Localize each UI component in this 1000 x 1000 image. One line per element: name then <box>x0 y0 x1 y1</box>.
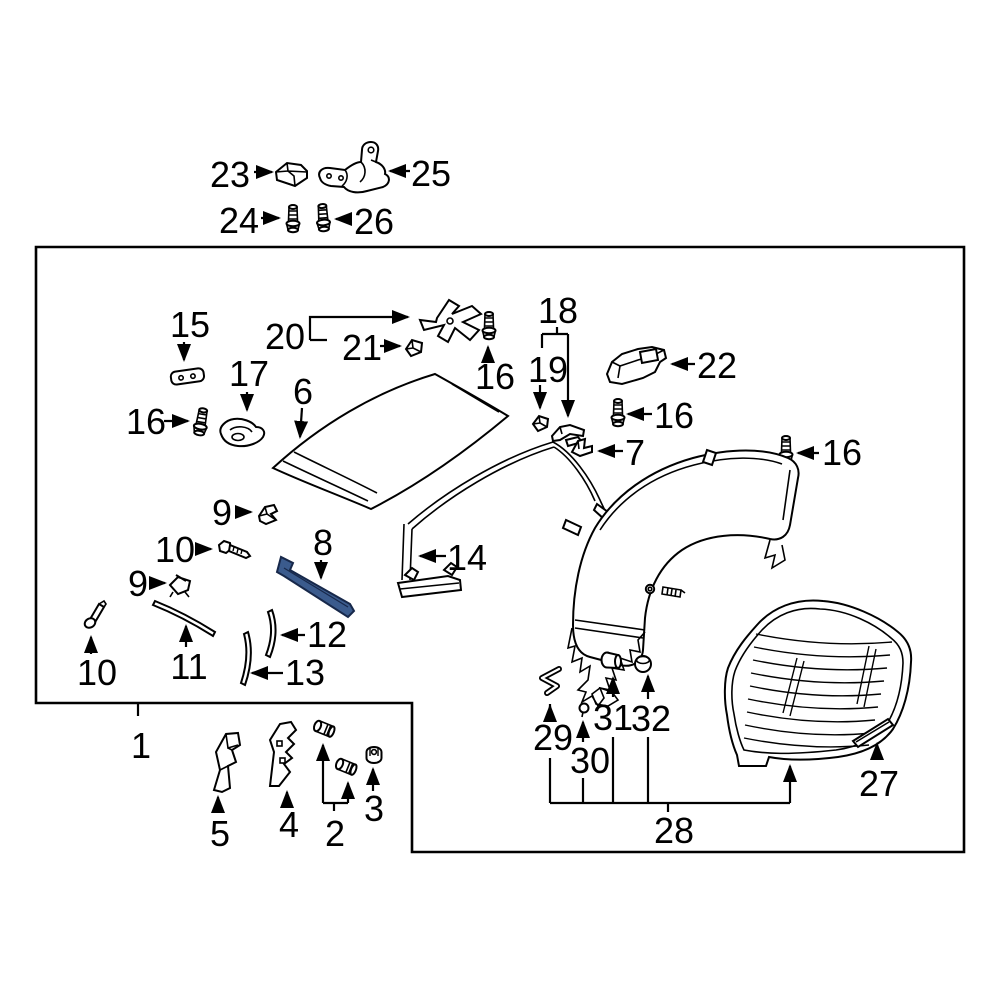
part-label-16-left[interactable]: 16 <box>126 401 166 442</box>
part-label-31[interactable]: 31 <box>593 697 633 738</box>
part-4-bracket <box>268 720 298 787</box>
part-11-strip <box>151 599 217 638</box>
part-label-22[interactable]: 22 <box>697 345 737 386</box>
leader-28-bracket <box>543 674 797 812</box>
part-label-20[interactable]: 20 <box>265 316 305 357</box>
part-23-clip <box>274 161 308 188</box>
part-label-5[interactable]: 5 <box>210 813 230 854</box>
part-17-bracket <box>219 417 266 448</box>
part-label-2[interactable]: 2 <box>325 813 345 854</box>
part-label-1[interactable]: 1 <box>131 725 151 766</box>
part-27-strip <box>851 717 895 749</box>
part-label-30[interactable]: 30 <box>570 740 610 781</box>
part-7-clip <box>570 437 593 458</box>
part-label-13[interactable]: 13 <box>285 652 325 693</box>
part-30-pin <box>578 702 590 718</box>
rear-glass <box>723 599 913 767</box>
part-25-bracket <box>318 140 390 194</box>
part-label-18[interactable]: 18 <box>538 290 578 331</box>
part-5-wedge <box>212 731 242 794</box>
part-2-rivet-lower <box>333 756 359 777</box>
part-15-plate <box>169 367 206 386</box>
part-24-stud <box>285 204 301 234</box>
part-label-17[interactable]: 17 <box>229 353 269 394</box>
defroster-lines <box>743 633 893 748</box>
part-22-bracket <box>605 345 668 386</box>
part-label-29[interactable]: 29 <box>533 717 573 758</box>
part-16-stud-top <box>481 311 497 341</box>
part-6-roof-panel <box>271 372 510 511</box>
part-9-clip-lower <box>168 574 192 598</box>
leader-18-bracket <box>540 327 568 348</box>
part-label-10-upper[interactable]: 10 <box>155 529 195 570</box>
part-3-nut <box>365 746 383 764</box>
part-31-grommet <box>600 651 622 670</box>
part-label-9-lower[interactable]: 9 <box>128 563 148 604</box>
part-label-6[interactable]: 6 <box>293 371 313 412</box>
part-8-highlighted-rail[interactable] <box>275 555 356 619</box>
part-label-28[interactable]: 28 <box>654 810 694 851</box>
part-label-16-middle[interactable]: 16 <box>654 395 694 436</box>
part-10-bolt-upper <box>217 539 252 560</box>
leader-2-bracket <box>316 743 355 811</box>
part-2-rivet-upper <box>311 718 337 739</box>
part-label-11[interactable]: 11 <box>170 646 207 687</box>
part-29-hook <box>539 666 562 696</box>
part-label-3[interactable]: 3 <box>364 788 384 829</box>
part-label-16-right[interactable]: 16 <box>822 432 862 473</box>
part-label-32[interactable]: 32 <box>631 698 671 739</box>
part-label-12[interactable]: 12 <box>307 614 347 655</box>
leader-20 <box>308 310 410 340</box>
part-16-stud-middle <box>610 398 626 428</box>
part-label-23[interactable]: 23 <box>210 154 250 195</box>
part-label-24[interactable]: 24 <box>219 200 259 241</box>
part-12-strip <box>264 608 277 659</box>
part-label-9-upper[interactable]: 9 <box>212 492 232 533</box>
part-26-stud <box>314 202 332 233</box>
part-9-clip-upper <box>257 503 279 526</box>
part-label-25[interactable]: 25 <box>411 153 451 194</box>
part-label-7[interactable]: 7 <box>625 432 645 473</box>
part-label-14[interactable]: 14 <box>447 537 487 578</box>
part-10-pin-lower <box>83 599 107 629</box>
part-label-4[interactable]: 4 <box>279 804 299 845</box>
part-label-10-lower[interactable]: 10 <box>77 652 117 693</box>
leader-6 <box>294 407 309 439</box>
part-label-21[interactable]: 21 <box>342 327 382 368</box>
part-label-16-top[interactable]: 16 <box>475 356 515 397</box>
part-19-clip <box>531 414 550 433</box>
part-32-grommet <box>634 655 652 673</box>
part-label-8[interactable]: 8 <box>313 522 333 563</box>
part-13-strip <box>239 630 252 687</box>
part-label-27[interactable]: 27 <box>859 763 899 804</box>
part-21-clip <box>404 338 424 358</box>
part-label-15[interactable]: 15 <box>170 304 210 345</box>
part-label-19[interactable]: 19 <box>528 349 568 390</box>
part-label-26[interactable]: 26 <box>354 201 394 242</box>
part-14-header-frame <box>396 441 610 599</box>
part-20-pinwheel-bracket <box>418 298 483 344</box>
